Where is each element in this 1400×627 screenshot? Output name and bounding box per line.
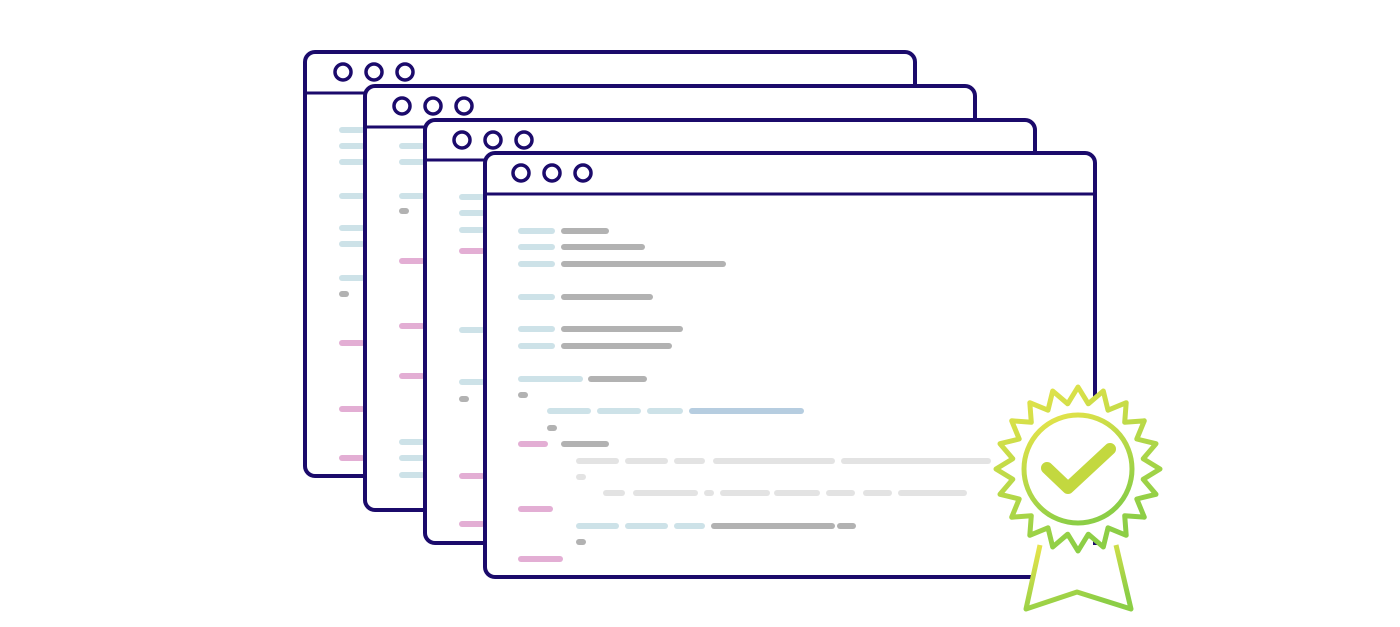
- window-control-dot-icon: [364, 62, 384, 82]
- window-control-dot-icon: [454, 96, 474, 116]
- badge-inner-circle: [1021, 412, 1135, 526]
- window-control-dot-icon: [423, 96, 443, 116]
- window-frame: [483, 151, 1097, 579]
- code-window-4: [483, 151, 1097, 579]
- window-control-dot-icon: [514, 130, 534, 150]
- window-control-dot-icon: [542, 163, 562, 183]
- window-code-lines: [339, 127, 365, 461]
- window-control-dot-icon: [392, 96, 412, 116]
- window-control-dot-icon: [573, 163, 593, 183]
- window-code-lines: [459, 194, 485, 527]
- window-control-dot-icon: [333, 62, 353, 82]
- window-code-lines: [399, 143, 425, 478]
- window-control-dot-icon: [483, 130, 503, 150]
- award-ribbon-icon: [993, 384, 1163, 612]
- window-control-dot-icon: [452, 130, 472, 150]
- badge-rosette-outline: [993, 384, 1163, 554]
- window-control-dot-icon: [511, 163, 531, 183]
- checkmark-icon: [1041, 443, 1116, 494]
- badge-ribbon-tails: [1023, 544, 1134, 612]
- window-control-dot-icon: [395, 62, 415, 82]
- window-code-lines: [518, 228, 991, 562]
